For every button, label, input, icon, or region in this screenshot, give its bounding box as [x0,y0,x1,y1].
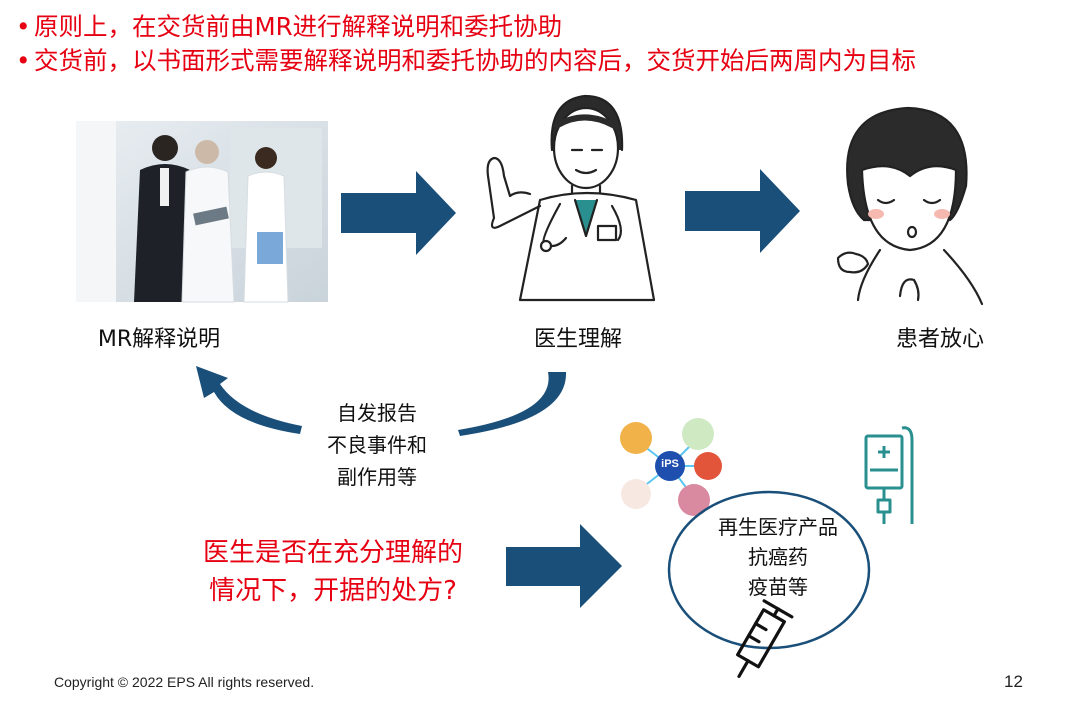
bullet-marker: • [16,46,31,75]
doctor-illustration [486,94,656,302]
feedback-curve [458,372,567,436]
feedback-line: 不良事件和 [327,433,427,457]
bullet-text: 原则上，在交货前由MR进行解释说明和委托协助 [34,12,563,41]
ips-cell-graphic [620,418,722,516]
arrow-right-icon [685,169,800,253]
question-line: 情况下，开据的处方? [209,576,457,606]
bullet-text: 交货前，以书面形式需要解释说明和委托协助的内容后，交货开始后两周内为目标 [34,46,916,75]
product-item: 抗癌药 [748,545,808,569]
mr-meeting-photo [76,121,328,303]
relieved-patient-illustration [836,106,984,306]
arrow-right-icon [341,171,456,255]
bullet-marker: • [16,12,31,41]
arrow-right-icon [506,524,622,608]
bullet-item-2: • 交货前，以书面形式需要解释说明和委托协助的内容后，交货开始后两周内为目标 [16,44,916,78]
feedback-line: 副作用等 [337,465,417,489]
product-item: 再生医疗产品 [718,515,838,539]
iv-drip-icon [864,426,914,524]
step-label-doctor-understands: 医生理解 [533,327,623,352]
bullet-item-1: • 原则上，在交货前由MR进行解释说明和委托协助 [16,10,916,44]
feedback-note: 自发报告 不良事件和 副作用等 [327,397,427,493]
question-line: 医生是否在充分理解的 [202,538,464,568]
product-list: 再生医疗产品 抗癌药 疫苗等 [718,512,838,602]
step-label-mr-explanation: MR解释说明 [97,327,221,352]
bullet-list: • 原则上，在交货前由MR进行解释说明和委托协助 • 交货前，以书面形式需要解释… [16,10,916,78]
feedback-line: 自发报告 [337,401,417,425]
step-label-patient-reassured: 患者放心 [895,327,985,352]
product-item: 疫苗等 [748,575,808,599]
feedback-arrow-icon [196,366,302,434]
prescription-question: 医生是否在充分理解的 情况下，开据的处方? [203,534,463,610]
page-number: 12 [1004,672,1023,691]
syringe-icon [736,599,794,678]
copyright-notice: Copyright © 2022 EPS All rights reserved… [54,674,315,690]
ips-badge-label: iPS [661,458,679,470]
